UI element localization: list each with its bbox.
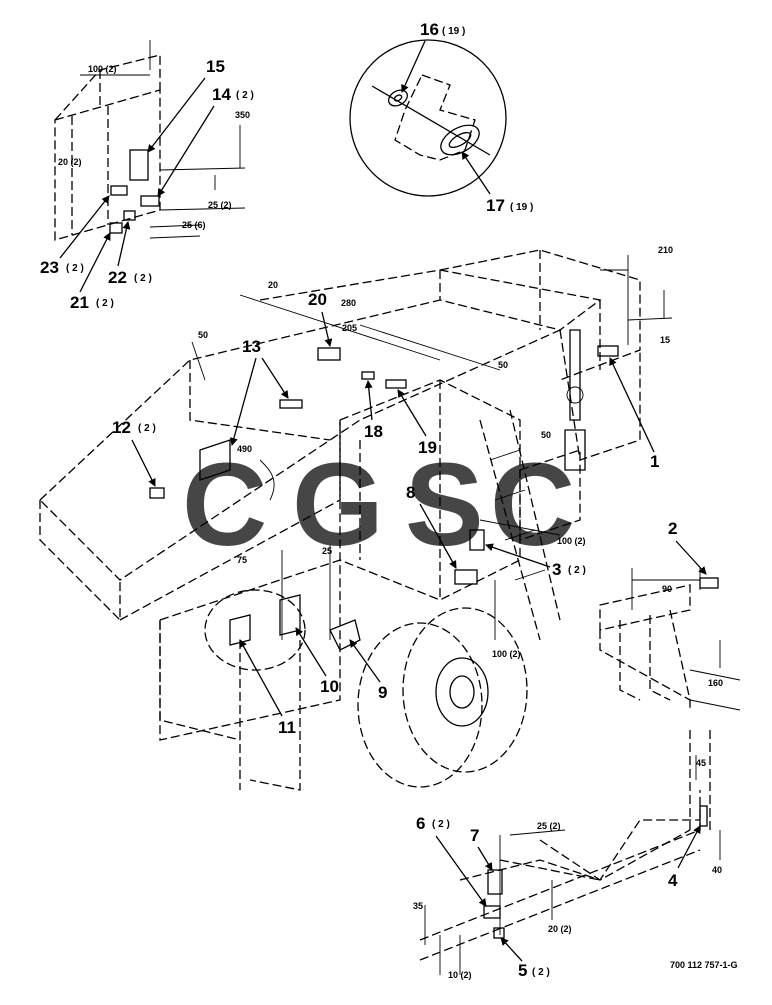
callout-10: 10 <box>320 677 339 696</box>
callout-18: 18 <box>364 422 383 441</box>
dim-100-2-top: 100 (2) <box>88 64 117 74</box>
tire <box>357 607 528 788</box>
washer-16-shape <box>388 89 408 107</box>
decal-4-shape <box>699 805 708 827</box>
dim-100-2-mid: 100 (2) <box>557 536 586 546</box>
callout-17: 17 <box>486 196 505 215</box>
dim-40: 40 <box>712 865 722 875</box>
callout-22: 22 <box>108 268 127 287</box>
dim-25-mid: 25 <box>322 546 332 556</box>
callout-1: 1 <box>650 452 659 471</box>
qty-6: ( 2 ) <box>432 819 450 830</box>
dim-100-2-low: 100 (2) <box>492 649 521 659</box>
rivet-17-shape <box>440 124 480 156</box>
decal-22-shape <box>123 210 136 221</box>
decal-20-shape <box>317 347 341 361</box>
watermark-c1: C <box>182 439 267 571</box>
decal-3-shape <box>469 529 485 551</box>
callout-12: 12 <box>112 418 131 437</box>
dim-50-right: 50 <box>541 430 551 440</box>
callout-7: 7 <box>470 826 479 845</box>
dim-20-top: 20 <box>268 280 278 290</box>
decal-14-shape <box>140 195 160 207</box>
callout-21: 21 <box>70 293 89 312</box>
callout-4: 4 <box>668 871 678 890</box>
watermark-g: G <box>292 439 384 571</box>
qty-22: ( 2 ) <box>134 273 152 284</box>
cgsc-watermark: C G S C <box>182 439 575 571</box>
dim-90: 90 <box>662 584 672 594</box>
dim-50-left: 50 <box>198 330 208 340</box>
dim-490: 490 <box>237 444 252 454</box>
decal-8-shape <box>454 569 478 585</box>
lower-rail-assembly <box>419 730 721 975</box>
callout-3: 3 <box>552 560 561 579</box>
decal-18-shape <box>361 371 375 380</box>
decal-9-shape <box>329 619 361 651</box>
callout-8: 8 <box>406 483 415 502</box>
dim-205: 205 <box>342 323 357 333</box>
decal-23-shape <box>110 185 128 196</box>
watermark-c2: C <box>490 439 575 571</box>
dim-20-2-bottom: 20 (2) <box>548 924 572 934</box>
decal-13a-shape <box>279 399 303 409</box>
decal-12-shape <box>149 487 165 499</box>
callout-6: 6 <box>416 814 425 833</box>
right-bracket-assembly <box>599 568 741 711</box>
qty-12: ( 2 ) <box>138 423 156 434</box>
fastener-detail-inset <box>349 39 507 197</box>
callout-16: 16 <box>420 20 439 39</box>
dim-350: 350 <box>235 110 250 120</box>
callout-13: 13 <box>242 337 261 356</box>
callout-20: 20 <box>308 290 327 309</box>
callout-14: 14 <box>212 85 231 104</box>
watermark-s: S <box>405 439 484 571</box>
qty-5: ( 2 ) <box>532 967 550 978</box>
figure-number: 700 112 757-1-G <box>670 960 738 970</box>
dim-280: 280 <box>341 298 356 308</box>
dim-35: 35 <box>413 901 423 911</box>
callout-19: 19 <box>418 438 437 457</box>
qty-17: ( 19 ) <box>510 202 533 213</box>
dim-25-6: 25 (6) <box>182 220 206 230</box>
decal-21-shape <box>109 222 123 234</box>
dim-10-2: 10 (2) <box>448 970 472 980</box>
dim-25-2-bottom: 25 (2) <box>537 821 561 831</box>
dim-75: 75 <box>237 555 247 565</box>
dim-210: 210 <box>658 245 673 255</box>
decal-2-shape <box>699 577 719 589</box>
decal-15-shape <box>129 149 149 181</box>
dim-15: 15 <box>660 335 670 345</box>
callout-15: 15 <box>206 57 225 76</box>
callout-11: 11 <box>278 718 296 737</box>
callout-23: 23 <box>40 258 59 277</box>
decal-1-shape <box>597 345 619 357</box>
decal-5-shape <box>493 927 505 939</box>
qty-14: ( 2 ) <box>236 90 254 101</box>
callout-9: 9 <box>378 683 387 702</box>
decal-7-shape <box>487 869 503 895</box>
callout-5: 5 <box>518 961 527 980</box>
dim-45: 45 <box>696 758 706 768</box>
decal-19-shape <box>385 379 407 389</box>
qty-21: ( 2 ) <box>96 298 114 309</box>
dim-20-2-inset: 20 (2) <box>58 157 82 167</box>
qty-23: ( 2 ) <box>66 263 84 274</box>
callout-2: 2 <box>668 519 677 538</box>
dim-25-2-inset: 25 (2) <box>208 200 232 210</box>
decal-6-shape <box>483 905 501 919</box>
dim-50-mid: 50 <box>498 360 508 370</box>
decal-panel-inset <box>54 40 246 241</box>
dim-160: 160 <box>708 678 723 688</box>
qty-16: ( 19 ) <box>442 26 465 37</box>
qty-3: ( 2 ) <box>568 565 586 576</box>
